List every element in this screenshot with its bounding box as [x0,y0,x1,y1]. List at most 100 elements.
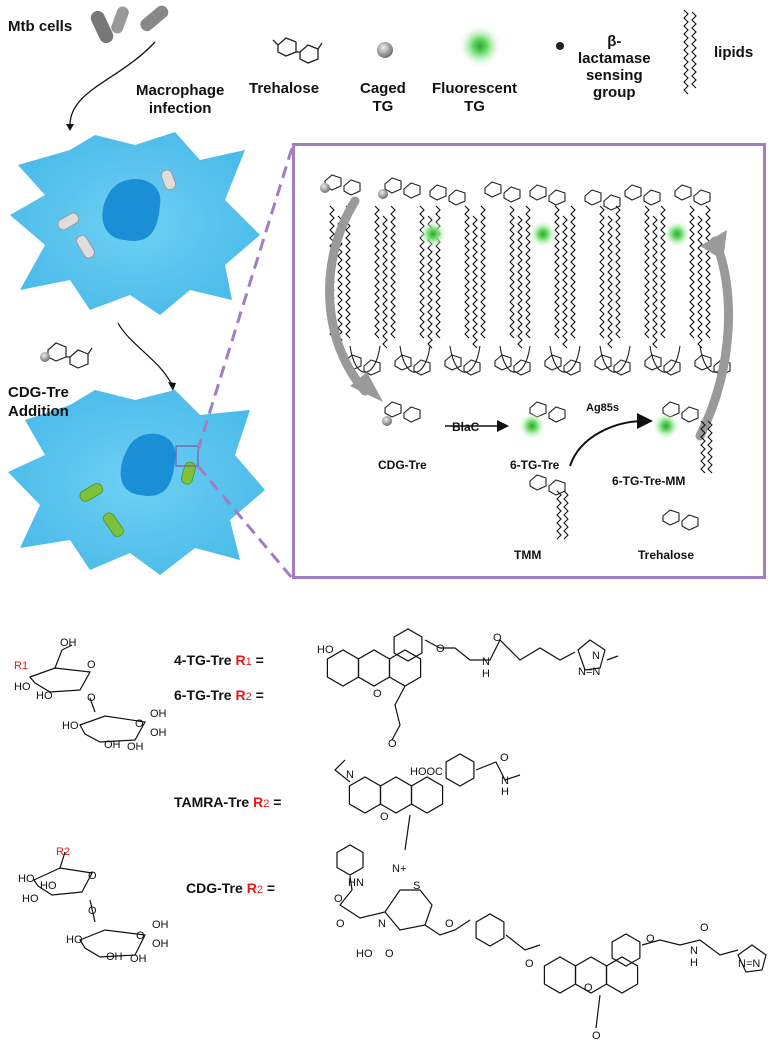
membrane-trehalose-ring2 [513,359,531,376]
sensing-group-dot [556,42,564,50]
sugar-ring [79,715,146,743]
tmm-trehalose [529,474,547,491]
top-trehalose-ring2 [448,189,466,206]
product-trehalose-ring2 [681,514,699,531]
attach [606,655,619,661]
keto [595,994,601,1029]
lipid-chain [374,205,380,339]
lipid-chain [615,205,621,339]
pathway-mm-trehalose-ring2 [681,406,699,423]
top-trehalose-ring2 [503,186,521,203]
sugar2-oh7: OH [152,938,169,950]
sugar1-oh-r: OH [150,708,167,720]
export-arrow-head [700,230,727,260]
xanthene-ring [543,956,577,994]
row4-label: CDG-Tre R2 = [186,880,275,896]
mm-lipid [707,420,713,474]
pathway-blac: BlaC [452,420,480,434]
xanthene-ring [348,776,382,814]
lipid-chain [607,215,613,349]
top-trehalose [429,184,447,201]
membrane-trehalose-ring2 [463,359,481,376]
xanthene-ring [410,776,444,814]
tam-o-ring: O [380,811,389,823]
sugar2-oh8: OH [152,919,169,931]
sugar2-o-link: O [88,905,97,917]
top-trehalose-ring2 [693,189,711,206]
tmm-trehalose-ring2 [548,479,566,496]
cdg-o-ether: O [646,933,655,945]
lipid-chain [570,205,576,339]
pathway-tmm: TMM [514,548,542,562]
lipid-chain [472,215,478,349]
uptake-arrow [325,196,370,396]
glycosidic-bond [89,899,96,923]
sugar2-o-ring: O [88,870,97,882]
xanthene-ring [605,956,639,994]
lipid-chain [509,205,515,339]
pathway-6tg-tre-mm: 6-TG-Tre-MM [612,474,686,488]
macrophage-line: Macrophage [136,82,225,99]
fluorescent-tg-glow [458,24,502,68]
cdg-o-acid: O [385,948,394,960]
ftg-line: TG [464,98,485,115]
sensing-line: sensing [585,67,643,84]
membrane-trehalose-ring2 [363,359,381,376]
legend-graphics [66,5,697,131]
row2-name: 6-TG-Tre [174,687,232,703]
top-trehalose [484,181,502,198]
linker [424,919,471,936]
cdg-n2: N [690,945,698,957]
top-trehalose [674,184,692,201]
phenyl-ring [611,933,641,967]
lipid-chain [517,215,523,349]
infection-line: infection [148,100,212,117]
row3-sub: 2 [263,798,270,810]
top-trehalose [624,184,642,201]
cdg-addition-label: CDG-Tre Addition [8,383,69,421]
sugar-ch2r [59,851,66,869]
fl1-o-keto: O [388,738,397,750]
tmm-lipid [556,490,562,540]
tam-o-amide: O [500,752,509,764]
macrophage-infection-label: Macrophage infection [136,82,224,118]
sugar2-oh6: OH [130,953,147,965]
row2-sub: 2 [245,691,252,703]
sugar-ring [79,929,146,958]
uptake-arrow-head [350,372,383,402]
pathway-glow [518,412,546,440]
nucleus-bottom [120,433,176,496]
row3-eq: = [273,794,282,810]
amide [475,761,521,781]
linker [505,934,541,951]
sugar1-oh-top: OH [60,637,77,649]
tam-h-amide: H [501,786,509,798]
membrane-glow [529,220,557,248]
membrane-trehalose-ring2 [563,359,581,376]
membrane-trehalose [394,354,412,371]
row1-label: 4-TG-Tre R1 = [174,652,264,668]
tam-hooc: HOOC [410,766,443,778]
ag85s-arrow [569,413,653,467]
lipid-chain [480,205,486,339]
trehalose-legend-label: Trehalose [249,80,320,97]
sugar1-ho1: HO [14,681,31,693]
sugar2-ho3: HO [40,880,57,892]
lipid-chain [382,215,388,349]
membrane-trehalose-ring2 [413,359,431,376]
nucleus-top [102,178,161,241]
row1-eq: = [255,652,264,668]
sugar1-r1: R1 [14,660,29,672]
iminium [404,814,411,851]
membrane-trehalose [444,354,462,371]
tam-n-amide: N [501,775,509,787]
lipids-label: lipids [714,44,754,61]
row4-eq: = [266,880,276,896]
row2-r: R [235,687,246,703]
lipid-chain [554,205,560,339]
product-trehalose [662,509,680,526]
pathway-mm-glow [652,412,680,440]
tam-nplus: N+ [392,863,407,875]
fl1-o-ring: O [373,688,382,700]
sugar1-o-ring: O [87,659,96,671]
